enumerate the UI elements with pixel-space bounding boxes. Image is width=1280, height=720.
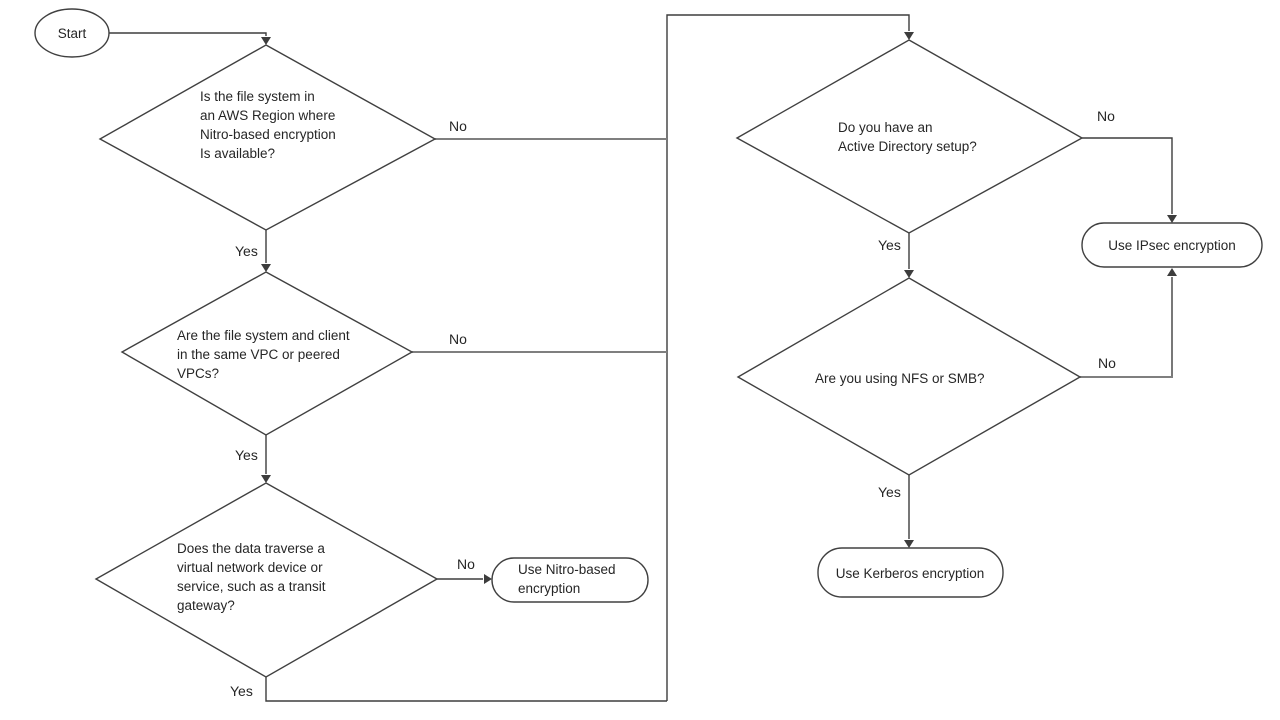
edge-label-d5-no: No [1098, 355, 1116, 371]
edge-label-d2-yes: Yes [235, 447, 258, 463]
edge-label-d4-yes: Yes [878, 237, 901, 253]
decision-text-line: Do you have an [838, 120, 933, 135]
decision-transit-gateway-text: Does the data traverse a virtual network… [177, 541, 326, 613]
arrowhead-into-ipsec-top [1167, 215, 1177, 223]
decision-text-line: Nitro-based encryption [200, 127, 336, 142]
terminal-kerberos-text: Use Kerberos encryption [836, 566, 985, 581]
arrowhead-into-d1 [261, 37, 271, 45]
edge-label-d5-yes: Yes [878, 484, 901, 500]
decision-text-line: Is available? [200, 146, 275, 161]
edge-label-d3-no: No [457, 556, 475, 572]
arrowhead-into-d5 [904, 270, 914, 278]
decision-nfs-smb-diamond [736, 277, 1082, 476]
arrowhead-into-nitro [484, 574, 492, 584]
terminal-kerberos-encryption [817, 547, 1004, 598]
edge-label-d1-no: No [449, 118, 467, 134]
terminal-ipsec-text: Use IPsec encryption [1108, 238, 1236, 253]
decision-transit-gateway-diamond [94, 482, 439, 678]
decision-text-line: Are the file system and client [177, 328, 350, 343]
terminal-ipsec-encryption [1081, 222, 1263, 268]
edge-label-d2-no: No [449, 331, 467, 347]
terminal-text-line: encryption [518, 581, 580, 596]
start-label: Start [58, 26, 87, 41]
decision-text-line: VPCs? [177, 366, 219, 381]
arrowhead-into-ipsec-bottom [1167, 268, 1177, 276]
decision-same-vpc-diamond [120, 271, 414, 436]
decision-text-line: gateway? [177, 598, 235, 613]
decision-text-line: service, such as a transit [177, 579, 326, 594]
decision-text-line: Are you using NFS or SMB? [815, 371, 985, 386]
start-node [34, 8, 110, 58]
connector-spine-to-d4 [666, 14, 910, 701]
decision-text-line: an AWS Region where [200, 108, 335, 123]
decision-active-directory-text: Do you have an Active Directory setup? [838, 120, 977, 154]
terminal-nitro-text: Use Nitro-based encryption [518, 562, 616, 596]
decision-nfs-smb-text: Are you using NFS or SMB? [815, 371, 985, 386]
edge-label-d1-yes: Yes [235, 243, 258, 259]
decision-same-vpc-text: Are the file system and client in the sa… [177, 328, 350, 381]
edge-label-d4-no: No [1097, 108, 1115, 124]
decision-text-line: Does the data traverse a [177, 541, 325, 556]
decision-nitro-region-diamond [98, 44, 437, 231]
terminal-nitro-encryption [491, 557, 649, 603]
decision-text-line: Active Directory setup? [838, 139, 977, 154]
arrowhead-into-d4 [904, 32, 914, 40]
arrowhead-into-kerberos [904, 540, 914, 548]
decision-text-line: Is the file system in [200, 89, 315, 104]
arrowhead-into-d2 [261, 264, 271, 272]
decision-active-directory-diamond [735, 39, 1084, 234]
terminal-text-line: Use Nitro-based [518, 562, 616, 577]
edge-label-d3-yes: Yes [230, 683, 253, 699]
connector-start-to-d1 [109, 32, 267, 36]
connector-d4-no-to-ipsec [1082, 137, 1173, 214]
decision-text-line: in the same VPC or peered [177, 347, 340, 362]
arrowhead-into-d3 [261, 475, 271, 483]
decision-text-line: virtual network device or [177, 560, 323, 575]
connector-d3-yes-bottom [265, 677, 667, 702]
decision-nitro-region-text: Is the file system in an AWS Region wher… [200, 89, 336, 161]
